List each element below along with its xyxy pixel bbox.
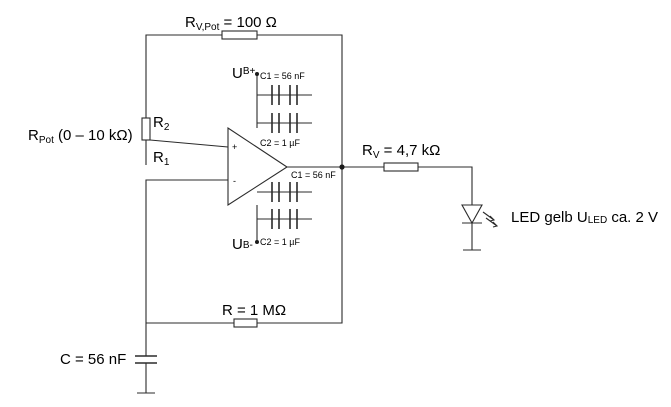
resistor-rv-pot xyxy=(221,30,258,40)
label-c1-top: C1 = 56 nF xyxy=(260,71,305,81)
label-r-pot: RPot (0 – 10 kΩ) xyxy=(28,127,133,146)
label-c2-bottom: C2 = 1 µF xyxy=(260,237,300,247)
junction-dot-output xyxy=(339,164,345,170)
label-led: LED gelb ULED ca. 2 V xyxy=(511,209,658,226)
label-minus-input: - xyxy=(233,176,236,186)
label-rv-pot: RV,Pot = 100 Ω xyxy=(185,14,277,33)
label-r2: R2 xyxy=(153,114,170,133)
resistor-rv xyxy=(383,162,419,172)
wires xyxy=(145,34,473,393)
capacitor-bank-top xyxy=(271,85,298,133)
resistor-feedback xyxy=(233,318,258,328)
label-plus-input: + xyxy=(232,142,237,152)
capacitor-ground xyxy=(135,355,157,364)
label-r1: R1 xyxy=(153,149,170,168)
label-r-feedback: R = 1 MΩ xyxy=(222,302,286,319)
led-symbol xyxy=(461,204,499,228)
label-c2-top: C2 = 1 µF xyxy=(260,138,300,148)
capacitor-bank-bottom xyxy=(271,182,298,229)
label-rv: RV = 4,7 kΩ xyxy=(362,142,440,161)
op-amp-triangle xyxy=(227,126,289,207)
label-ub-minus: UB- xyxy=(232,236,253,253)
label-ub-plus: UB+ xyxy=(232,65,256,82)
junction-dot-ub-plus xyxy=(255,72,259,76)
potentiometer-body xyxy=(141,117,151,141)
junction-dot-ub-minus xyxy=(255,240,259,244)
label-c-ground: C = 56 nF xyxy=(60,351,126,368)
label-c1-bottom: C1 = 56 nF xyxy=(291,170,336,180)
